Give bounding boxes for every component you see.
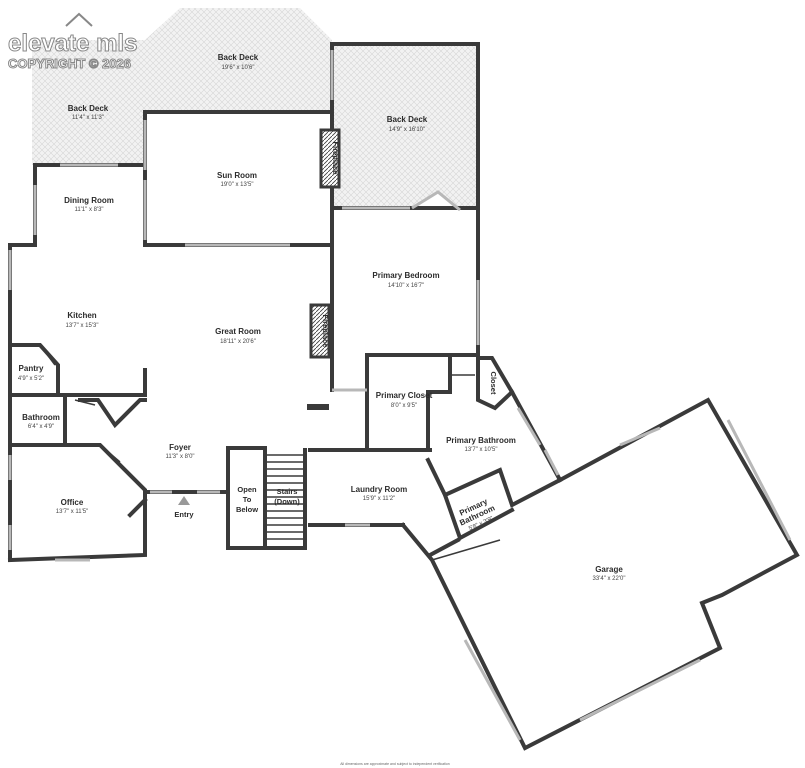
interior-floor <box>10 165 478 560</box>
back-deck-left-area <box>32 40 145 165</box>
back-deck-left-dim: 11'4" x 11'3" <box>72 115 104 121</box>
back-deck-right-name: Back Deck <box>387 115 428 124</box>
primary-bedroom-dim: 14'10" x 16'7" <box>388 283 424 289</box>
bathroom-name: Bathroom <box>22 413 60 422</box>
dining-room-dim: 11'1" x 8'3" <box>74 207 103 213</box>
great-room-dim: 18'11" x 20'6" <box>220 339 256 345</box>
great-room-name: Great Room <box>215 327 261 336</box>
kitchen-dim: 13'7" x 15'3" <box>66 323 99 329</box>
entry-label: Entry <box>174 510 194 519</box>
foyer-name: Foyer <box>169 443 191 452</box>
primary-bathroom-small-label: Primary Bathroom 5'8" x 3'9" <box>458 497 496 533</box>
office-name: Office <box>61 498 84 507</box>
back-deck-top-dim: 19'6" x 10'6" <box>222 65 255 71</box>
garage-dim: 33'4" x 22'0" <box>593 576 626 582</box>
primary-closet-dim: 8'0" x 9'5" <box>391 403 417 409</box>
watermark: elevate mls COPYRIGHT © 2026 <box>8 12 138 72</box>
stairs-line1: Stairs <box>277 487 298 496</box>
dining-room-name: Dining Room <box>64 196 114 205</box>
stairs-line2: (Down) <box>274 497 300 506</box>
back-deck-left-name: Back Deck <box>68 104 109 113</box>
primary-bathroom-dim: 13'7" x 10'5" <box>465 447 498 453</box>
door-lines <box>39 344 501 561</box>
pantry-name: Pantry <box>19 364 44 373</box>
open-line2: To <box>243 495 252 504</box>
house-roof-icon <box>65 12 93 27</box>
fireplace-2-label: Fireplace <box>321 315 330 348</box>
sun-room-name: Sun Room <box>217 171 257 180</box>
room-labels: Back Deck 19'6" x 10'6" Back Deck 11'4" … <box>18 53 626 766</box>
sun-room-dim: 19'0" x 13'5" <box>221 182 254 188</box>
back-deck-top-area <box>145 8 332 112</box>
back-deck-right-area <box>332 44 478 210</box>
back-deck-top-name: Back Deck <box>218 53 259 62</box>
primary-closet-name: Primary Closet <box>376 391 433 400</box>
open-line3: Below <box>236 505 258 514</box>
laundry-room-name: Laundry Room <box>351 485 407 494</box>
office-dim: 13'7" x 11'5" <box>56 509 88 515</box>
watermark-copyright: COPYRIGHT © 2026 <box>8 56 131 71</box>
closet-label: Closet <box>489 372 498 395</box>
bathroom-dim: 6'4" x 4'9" <box>28 424 54 430</box>
pantry-dim: 4'9" x 5'2" <box>18 376 44 382</box>
entry-arrow-icon <box>178 496 190 505</box>
watermark-brand: elevate mls <box>8 30 137 57</box>
laundry-room-dim: 15'9" x 11'2" <box>363 496 395 502</box>
kitchen-name: Kitchen <box>67 311 96 320</box>
fireplace-1-label: Fireplace <box>331 142 340 175</box>
primary-bedroom-name: Primary Bedroom <box>372 271 439 280</box>
primary-bathroom-name: Primary Bathroom <box>446 436 516 445</box>
back-deck-right-dim: 14'9" x 16'10" <box>389 127 425 133</box>
foyer-dim: 11'3" x 8'0" <box>165 454 194 460</box>
open-line1: Open <box>237 485 257 494</box>
disclaimer-text: All dimensions are approximate and subje… <box>340 762 450 766</box>
windows <box>8 50 792 741</box>
garage-name: Garage <box>595 565 623 574</box>
